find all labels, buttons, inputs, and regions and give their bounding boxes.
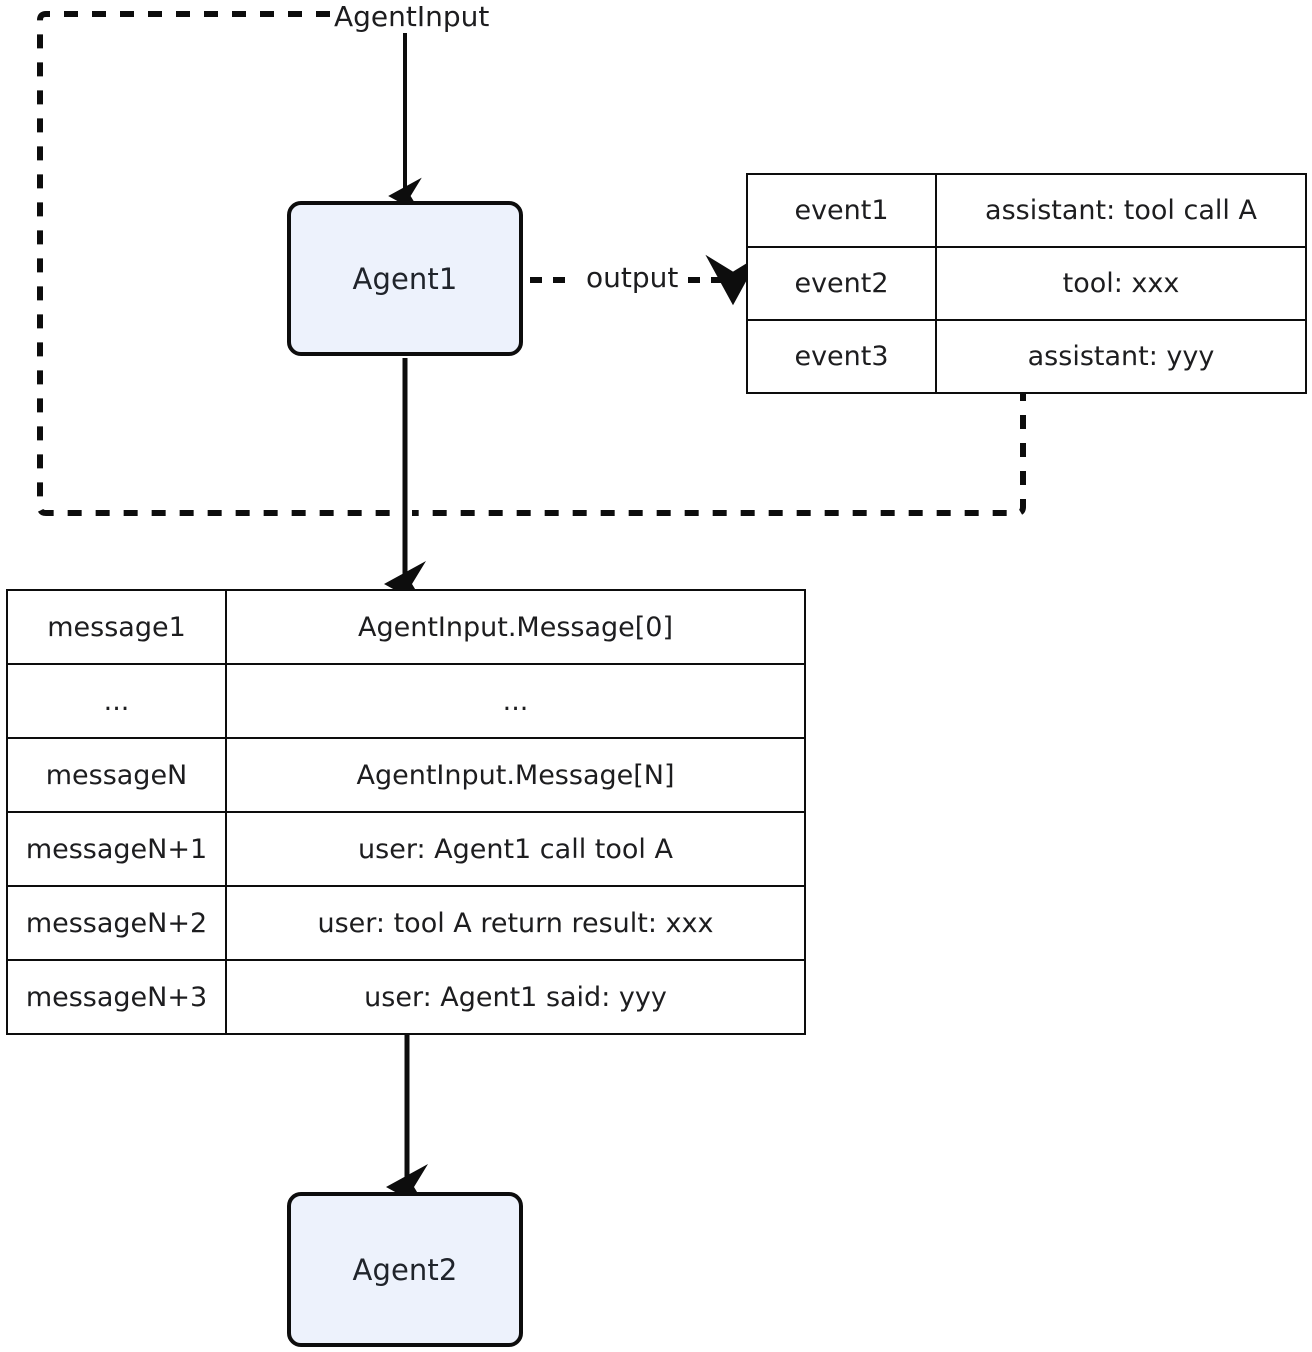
edge-label-output: output xyxy=(580,262,685,294)
table-row: message1 AgentInput.Message[0] xyxy=(6,589,806,665)
message-table: message1 AgentInput.Message[0] ... ... m… xyxy=(6,589,806,1035)
node-agent1[interactable]: Agent1 xyxy=(287,201,523,356)
table-row: messageN+3 user: Agent1 said: yyy xyxy=(6,959,806,1035)
table-row: messageN+2 user: tool A return result: x… xyxy=(6,885,806,961)
message-key: messageN+1 xyxy=(6,811,227,887)
event-key: event3 xyxy=(746,319,937,394)
event-value: tool: xxx xyxy=(935,246,1307,321)
message-key: messageN+2 xyxy=(6,885,227,961)
event-key: event1 xyxy=(746,173,937,248)
edge-label-agent-input: AgentInput xyxy=(330,1,494,33)
event-value: assistant: tool call A xyxy=(935,173,1307,248)
table-row: ... ... xyxy=(6,663,806,739)
message-value: AgentInput.Message[0] xyxy=(225,589,806,665)
node-agent2[interactable]: Agent2 xyxy=(287,1192,523,1347)
message-value: user: Agent1 said: yyy xyxy=(225,959,806,1035)
table-row: messageN+1 user: Agent1 call tool A xyxy=(6,811,806,887)
edge-feedback-loop-right xyxy=(412,387,1026,516)
event-value: assistant: yyy xyxy=(935,319,1307,394)
table-row: messageN AgentInput.Message[N] xyxy=(6,737,806,813)
message-key: messageN xyxy=(6,737,227,813)
table-row: event1 assistant: tool call A xyxy=(746,173,1307,248)
message-value: AgentInput.Message[N] xyxy=(225,737,806,813)
message-value: user: tool A return result: xxx xyxy=(225,885,806,961)
message-value: ... xyxy=(225,663,806,739)
event-key: event2 xyxy=(746,246,937,321)
message-key: ... xyxy=(6,663,227,739)
event-table: event1 assistant: tool call A event2 too… xyxy=(746,173,1307,394)
table-row: event2 tool: xxx xyxy=(746,246,1307,321)
message-key: messageN+3 xyxy=(6,959,227,1035)
node-agent2-label: Agent2 xyxy=(352,1252,458,1287)
node-agent1-label: Agent1 xyxy=(352,261,458,296)
table-row: event3 assistant: yyy xyxy=(746,319,1307,394)
message-key: message1 xyxy=(6,589,227,665)
message-value: user: Agent1 call tool A xyxy=(225,811,806,887)
